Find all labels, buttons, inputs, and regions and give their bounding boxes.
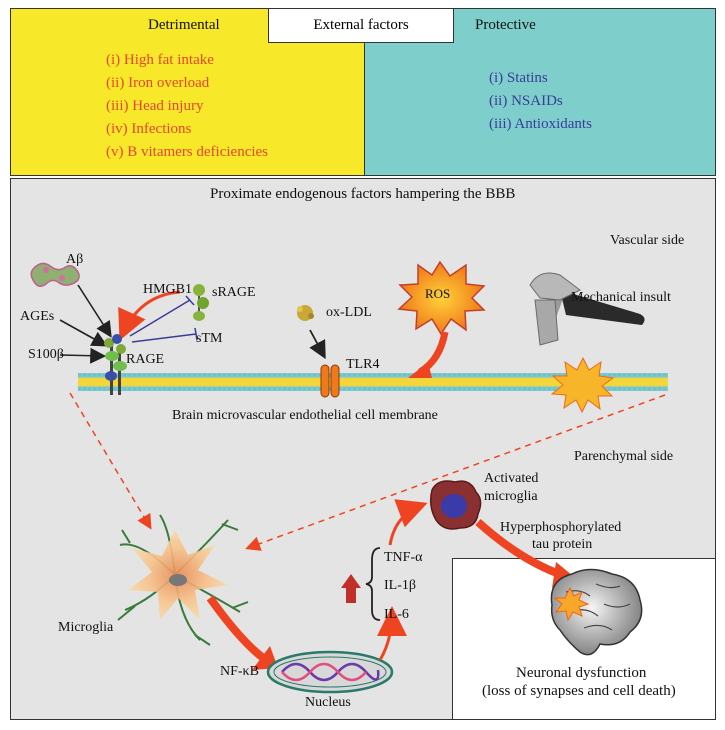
tau-label-1: Hyperphosphorylated	[500, 520, 622, 535]
membrane-label: Brain microvascular endothelial cell mem…	[172, 408, 438, 423]
external-factors-label: External factors	[268, 8, 454, 43]
ages-arrow	[59, 319, 108, 347]
s100b-label: S100β	[28, 347, 64, 362]
brain-icon	[550, 568, 643, 656]
tau-label-2: tau protein	[532, 537, 593, 552]
microglia-to-nucleus-arrow	[206, 595, 265, 661]
nucleus	[266, 650, 394, 694]
protective-item: (i) Statins	[489, 70, 548, 86]
tlr4-label: TLR4	[346, 357, 380, 372]
detrimental-item: (v) B vitamers deficiencies	[106, 144, 269, 160]
impact-burst	[550, 356, 615, 414]
detrimental-item: (i) High fat intake	[106, 52, 214, 68]
upregulation-arrow	[341, 574, 361, 603]
stm-label: sTM	[196, 331, 223, 346]
tlr4-receptor	[320, 364, 340, 398]
dashed-arrow-left	[69, 392, 152, 530]
abeta-arrow	[77, 284, 112, 338]
protective-list: (i) Statins (ii) NSAIDs (iii) Antioxidan…	[489, 67, 592, 136]
cytokine-il1: IL-1β	[384, 578, 416, 593]
ros-label: ROS	[425, 286, 451, 301]
parenchymal-side-label: Parenchymal side	[574, 449, 674, 464]
abeta-label: Aβ	[66, 252, 84, 267]
nucleus-to-cytokines-arrow	[376, 606, 407, 661]
hmgb1-label: HMGB1	[143, 282, 193, 297]
neuronal-dysfunction-label: Neuronal dysfunction	[516, 665, 647, 681]
cytokine-il6: IL-6	[384, 607, 409, 622]
activated-label-2: microglia	[484, 489, 538, 504]
main-title: Proximate endogenous factors hampering t…	[210, 186, 516, 202]
srage-inhibit-line	[129, 299, 191, 337]
ros-burst	[397, 260, 486, 336]
nfkb-label: NF-κB	[220, 664, 259, 679]
microglia-label: Microglia	[58, 620, 114, 635]
activated-label-1: Activated	[484, 471, 539, 486]
detrimental-list: (i) High fat intake (ii) Iron overload (…	[106, 49, 268, 164]
vascular-side-label: Vascular side	[610, 233, 685, 248]
detrimental-title: Detrimental	[148, 17, 220, 33]
stm-inhibit-line	[131, 333, 197, 343]
srage-label: sRAGE	[212, 285, 256, 300]
cytokine-brace	[365, 547, 381, 621]
cytokines-to-activated-arrow	[388, 499, 428, 546]
srage-molecule	[193, 284, 209, 321]
hammer	[529, 272, 645, 346]
detrimental-item: (ii) Iron overload	[106, 75, 210, 91]
activated-microglia-cell	[429, 480, 482, 530]
rage-receptor	[104, 334, 127, 395]
detrimental-item: (iv) Infections	[106, 121, 192, 137]
oxldl-label: ox-LDL	[326, 305, 372, 320]
protective-item: (iii) Antioxidants	[489, 116, 592, 132]
activated-to-brain-arrow	[475, 519, 564, 579]
rage-label: RAGE	[126, 352, 165, 367]
neuronal-detail-label: (loss of synapses and cell death)	[482, 683, 676, 699]
nucleus-label: Nucleus	[305, 695, 351, 710]
cytokine-tnf: TNF-α	[384, 550, 423, 565]
abeta-molecule	[30, 262, 80, 287]
ages-label: AGEs	[20, 309, 55, 324]
s100b-arrow	[59, 347, 107, 364]
dashed-arrow-right	[245, 394, 666, 551]
mechanical-insult-label: Mechanical insult	[571, 290, 671, 305]
hmgb1-arrow	[118, 290, 181, 341]
detrimental-item: (iii) Head injury	[106, 98, 204, 114]
oxldl-arrow	[309, 329, 326, 360]
protective-title: Protective	[475, 17, 536, 33]
protective-item: (ii) NSAIDs	[489, 93, 563, 109]
oxldl-particle	[297, 305, 314, 321]
